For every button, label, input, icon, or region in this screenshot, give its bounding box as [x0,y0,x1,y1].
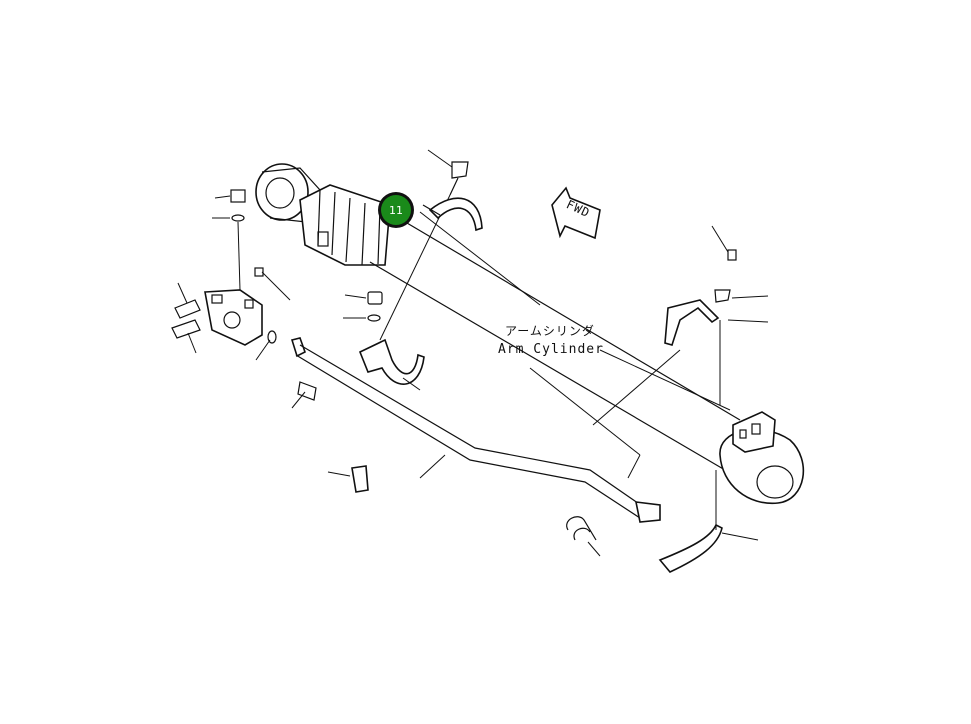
clamp-top [422,197,483,232]
washer-small [254,267,264,277]
callout-marker[interactable]: 11 [378,192,414,228]
bolt-pipe-left [291,381,317,409]
cylinder-barrel [299,184,741,471]
leader-center-4 [592,349,681,426]
bolt-top-center [379,149,469,341]
fwd-arrow-icon: FWD [551,186,601,240]
clamp-right-upper [664,299,721,405]
port-block [204,289,263,346]
cylinder-bottom-eye [719,411,805,504]
bolt-left-lower [171,319,201,354]
title-english: Arm Cylinder [498,342,604,357]
leader-oring [255,339,271,361]
bolt-right-upper [711,225,769,323]
leader-center-3 [599,349,731,411]
u-bolt-lower [566,516,601,557]
clamp-mid [358,338,425,391]
cylinder-head-eye [255,163,321,223]
leader-center-2 [529,367,641,456]
fitting-lower [327,465,369,493]
leader-left-rect [261,271,291,301]
callout-number: 11 [389,204,403,217]
leader-center-1 [419,211,541,306]
o-ring [267,330,277,344]
clamp-right-lower [658,523,759,573]
title-japanese: アームシリンダ [505,323,595,338]
bolt-top-left [212,189,246,291]
hydraulic-pipe [290,337,661,523]
nut-mid [343,291,383,322]
bolt-left-upper [174,282,201,319]
